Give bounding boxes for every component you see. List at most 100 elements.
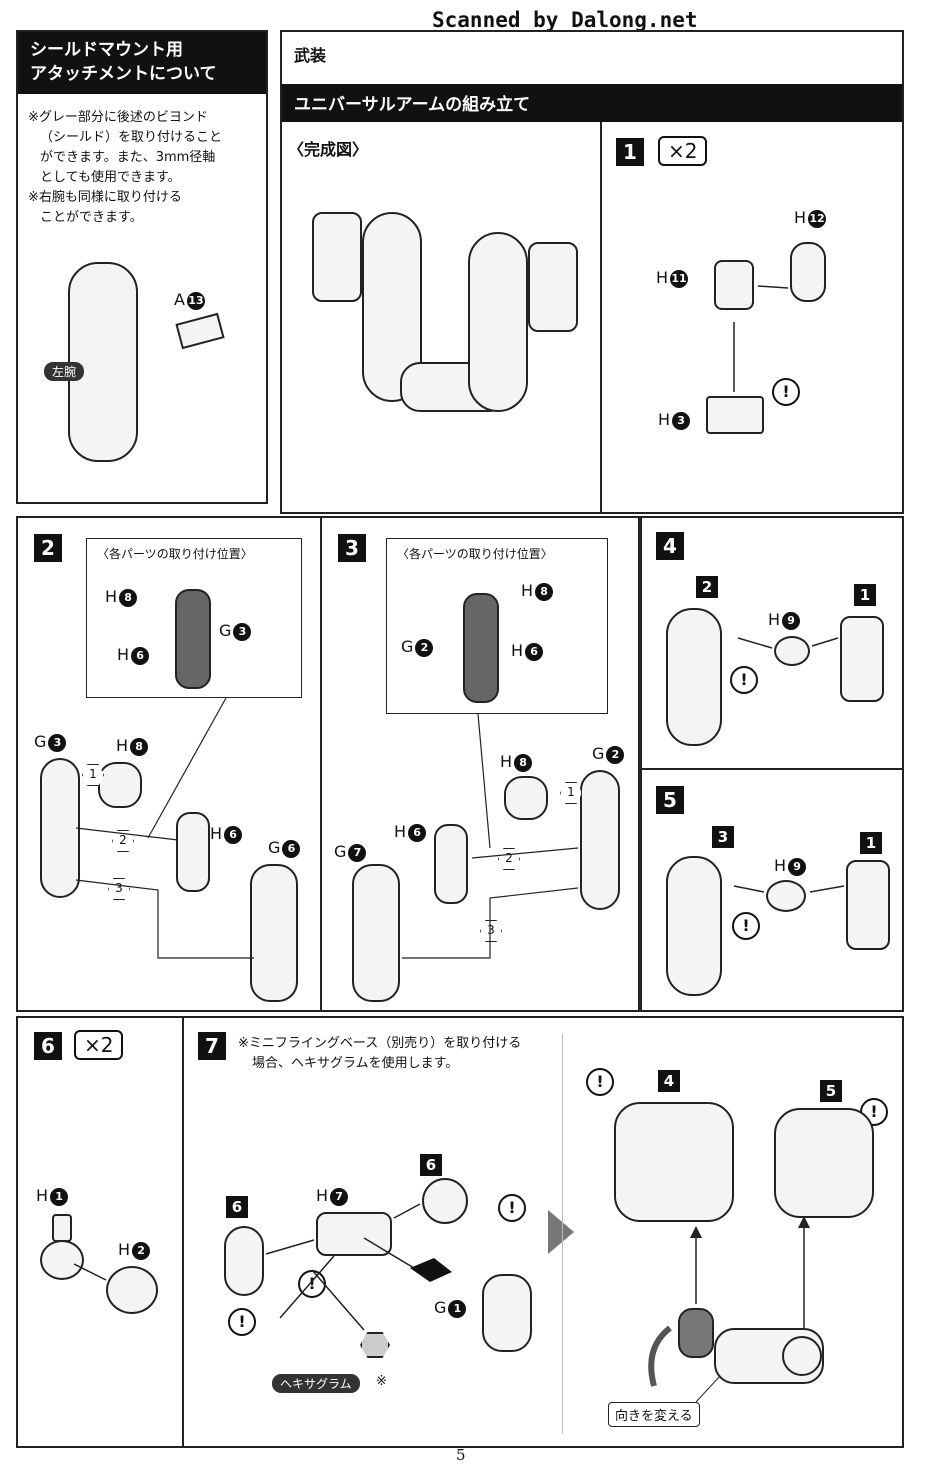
step3-order-1: 1 (560, 782, 582, 804)
armament-subtitle: ユニバーサルアームの組み立て (282, 84, 902, 122)
step5-arm-part3 (666, 856, 722, 996)
step7-ref-6b: 6 (420, 1154, 442, 1176)
complete-figure-label: 〈完成図〉 (288, 140, 369, 159)
step7-ball-joint-right (422, 1178, 468, 1224)
callout-arm-diagram (175, 589, 211, 689)
step5-number: 5 (656, 786, 684, 814)
step2-order-2: 2 (112, 830, 134, 852)
step7-part-g1 (482, 1274, 532, 1352)
step1-part-h3 (706, 396, 764, 434)
armament-title: 武装 (294, 46, 327, 65)
step7-ref-6a: 6 (226, 1196, 248, 1218)
step7-warning-2: ! (228, 1308, 256, 1336)
step3-arm-g7 (352, 864, 400, 1002)
step6-arrow (73, 1263, 107, 1281)
step7-ref-4: 4 (658, 1070, 680, 1092)
note-line: としても使用できます。 (40, 170, 181, 185)
shield-mount-note: ※グレー部分に後述のビヨンド （シールド）を取り付けること ができます。また、3… (28, 108, 264, 228)
hexagram-note-mark: ※ (376, 1374, 387, 1389)
step7-panel: 7 ※ミニフライングベース（別売り）を取り付ける 場合、ヘキサグラムを使用します… (182, 1016, 904, 1448)
step7-number: 7 (198, 1032, 226, 1060)
step1-divider (600, 122, 602, 512)
note-line: ことができます。 (40, 210, 143, 225)
step4-ref-part2: 2 (696, 576, 718, 598)
step6-part-h2-ball (106, 1266, 158, 1314)
step5-arrows (733, 885, 845, 893)
step2-callout-title: 〈各パーツの取り付け位置〉 (97, 547, 253, 561)
hexagram-badge: ヘキサグラム (272, 1374, 360, 1393)
sub-assembly-5 (774, 1108, 874, 1218)
step4-ref-part1: 1 (854, 584, 876, 606)
complete-arm-left-joint (312, 212, 362, 302)
sub-assembly-4 (614, 1102, 734, 1222)
step1-number: 1 (616, 138, 644, 166)
step3-callout-title: 〈各パーツの取り付け位置〉 (397, 547, 553, 561)
step2-part-h6 (176, 812, 210, 892)
step1-arrows (733, 285, 789, 392)
note-line: ※右腕も同様に取り付ける (28, 190, 182, 205)
step7-divider (562, 1034, 563, 1434)
step5-part-h9 (766, 880, 806, 912)
step1-warning-icon: ! (772, 378, 800, 406)
step7-warning-3: ! (498, 1194, 526, 1222)
step5-ref-part1: 1 (860, 832, 882, 854)
step4-joint-part1 (840, 616, 884, 702)
step5-joint-part1 (846, 860, 890, 950)
step7-note: ※ミニフライングベース（別売り）を取り付ける 場合、ヘキサグラムを使用します。 (238, 1034, 558, 1074)
step2-arm-g6 (250, 864, 298, 1002)
step4-arm-part2 (666, 608, 722, 746)
note-line: ※ミニフライングベース（別売り）を取り付ける (238, 1036, 522, 1051)
step6-multiplier: ×2 (74, 1030, 124, 1060)
note-line: ※グレー部分に後述のビヨンド (28, 110, 208, 125)
step2-lines (75, 697, 254, 959)
callout-arm-diagram (463, 593, 499, 703)
step5-warning-icon: ! (732, 912, 760, 940)
step3-order-3: 3 (480, 920, 502, 942)
step2-arm-g3 (40, 758, 80, 898)
shield-mount-panel: シールドマウント用 アタッチメントについて ※グレー部分に後述のビヨンド （シー… (16, 30, 268, 504)
step3-arm-g2 (580, 770, 620, 910)
step7-part-h7 (316, 1212, 392, 1256)
shield-mount-title-line1: シールドマウント用 (30, 40, 183, 60)
step6-part-h1-socket (40, 1240, 84, 1280)
step5-ref-part3: 3 (712, 826, 734, 848)
complete-arm-right-segment (468, 232, 528, 412)
scanner-watermark: Scanned by Dalong.net (432, 8, 698, 32)
hexagram-part (360, 1332, 390, 1358)
step3-part-h6 (434, 824, 468, 904)
step7-ball-joint-left (224, 1226, 264, 1296)
step2-number: 2 (34, 534, 62, 562)
shield-mount-title-line2: アタッチメントについて (30, 64, 217, 84)
next-step-arrow (548, 1210, 574, 1254)
step3-number: 3 (338, 534, 366, 562)
step3-part-h8 (504, 776, 548, 820)
page-number: 5 (456, 1446, 466, 1464)
mount-attachment-part (175, 312, 225, 350)
step7-warning-4: ! (586, 1068, 614, 1096)
